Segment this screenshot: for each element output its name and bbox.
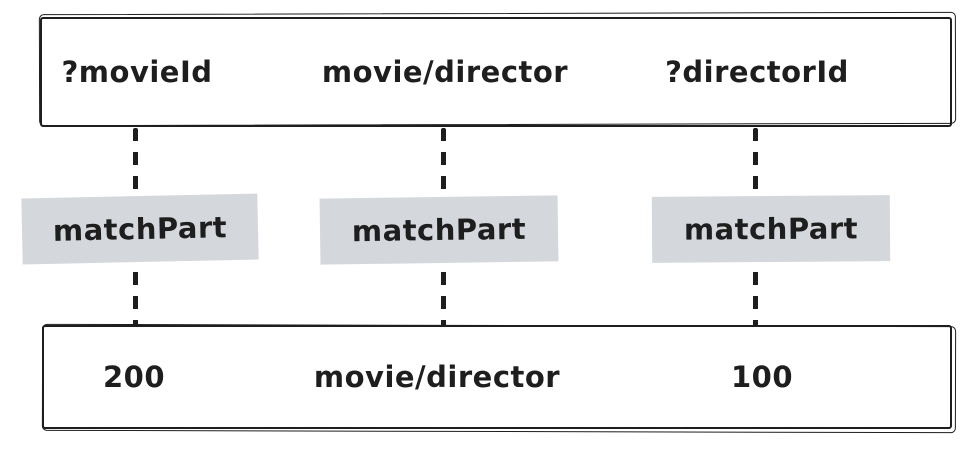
top-pattern-box: ?movieId movie/director ?directorId: [40, 17, 952, 127]
bottom-cell-predicate: movie/director: [313, 360, 561, 394]
top-cell-movie-id: ?movieId: [61, 55, 213, 89]
match-part-text: matchPart: [351, 211, 527, 249]
top-cell-predicate: movie/director: [321, 55, 569, 89]
match-part-label-left: matchPart: [21, 193, 259, 265]
match-part-label-right: matchPart: [651, 195, 891, 263]
top-cell-director-id: ?directorId: [665, 55, 849, 89]
bottom-data-box: 200 movie/director 100: [42, 325, 952, 429]
match-part-label-middle: matchPart: [319, 195, 559, 265]
match-part-text: matchPart: [683, 211, 859, 247]
bottom-cell-object-value: 100: [730, 360, 794, 394]
bottom-cell-subject-value: 200: [102, 360, 166, 394]
match-part-text: matchPart: [52, 210, 228, 248]
